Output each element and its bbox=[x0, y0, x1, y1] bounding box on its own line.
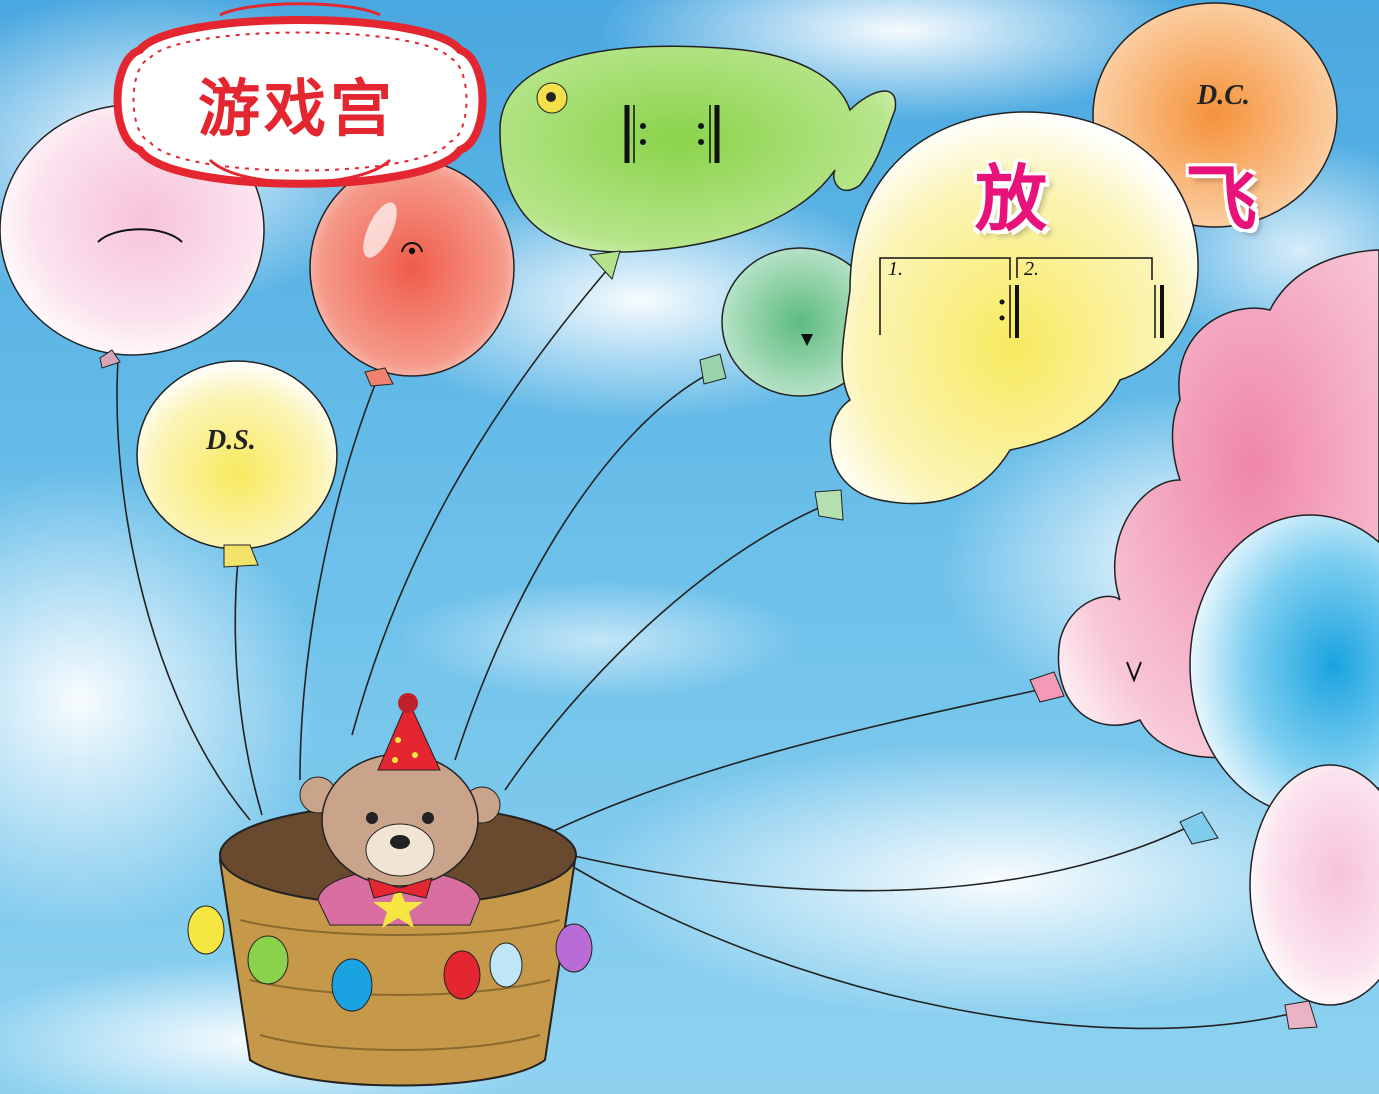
repeat-signs bbox=[624, 105, 720, 163]
wedge-icon bbox=[801, 334, 813, 346]
volta-1-label: 1. bbox=[888, 258, 903, 280]
balloon-blue-right bbox=[1179, 514, 1379, 845]
balloon-pink-bottom-right bbox=[1249, 764, 1379, 1030]
volta-brackets bbox=[879, 257, 1164, 338]
dc-label: D.C. bbox=[1197, 80, 1250, 111]
title-badge bbox=[113, 2, 487, 188]
heading-char-fei: 飞 bbox=[1185, 157, 1258, 241]
balloon-fish-green bbox=[499, 45, 897, 280]
marcato-icon bbox=[1126, 661, 1142, 683]
balloon-green-small bbox=[699, 247, 879, 397]
balloon-yellow-left bbox=[136, 360, 338, 568]
badge-title: 游戏宫 bbox=[198, 72, 397, 145]
volta-2-label: 2. bbox=[1024, 258, 1039, 280]
teddy-bear bbox=[299, 693, 501, 928]
balloon-strings bbox=[116, 269, 1299, 1030]
ds-label: D.S. bbox=[206, 425, 256, 456]
heading-char-fang: 放 bbox=[975, 157, 1048, 241]
balloon-yellow-big bbox=[814, 111, 1199, 521]
fermata-icon bbox=[401, 242, 423, 255]
slur-icon bbox=[97, 228, 183, 243]
balloon-red-top bbox=[309, 159, 515, 387]
